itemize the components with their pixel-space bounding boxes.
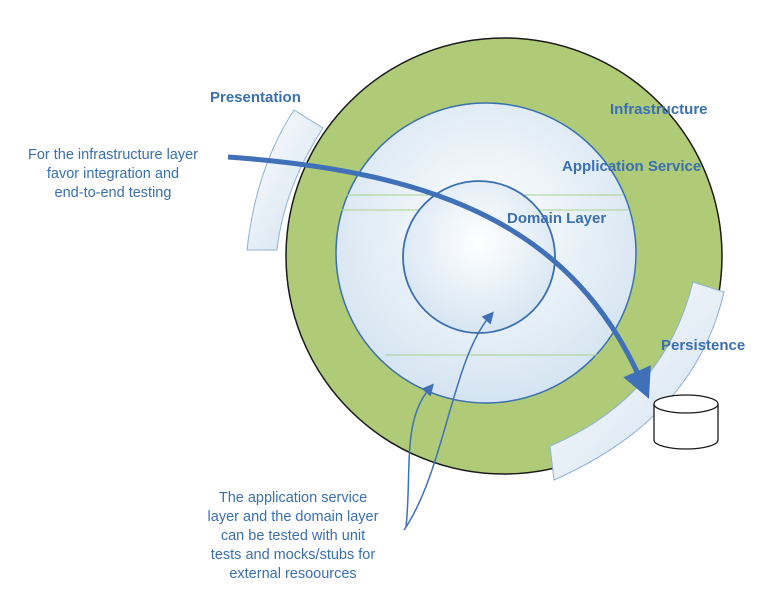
- note-line: tests and mocks/stubs for: [210, 547, 376, 563]
- note-line: For the infrastructure layer: [27, 147, 199, 163]
- database-icon: [653, 394, 719, 450]
- infrastructure-label: Infrastructure: [610, 101, 708, 118]
- note-line: favor integration and: [46, 166, 180, 182]
- note-line: can be tested with unit: [220, 528, 366, 544]
- note-line: layer and the domain layer: [207, 509, 379, 525]
- persistence-panel: [549, 281, 725, 481]
- persistence-label: Persistence: [661, 337, 746, 354]
- note-line: The application service: [218, 490, 368, 506]
- infrastructure-testing-arrow: [227, 154, 651, 399]
- domain-layer-circle: [402, 180, 556, 334]
- application-service-label: Application Service: [562, 158, 702, 175]
- presentation-label: Presentation: [210, 89, 301, 106]
- unit-test-arrow-to-domain: [403, 311, 494, 531]
- domain-layer-label: Domain Layer: [507, 210, 607, 227]
- note-line: end-to-end testing: [54, 185, 172, 201]
- unit-test-arrow-to-application: [405, 383, 434, 528]
- note-line: external resoources: [229, 566, 357, 582]
- presentation-panel: [246, 109, 324, 251]
- unit-testing-note: The application service layer and the do…: [186, 489, 400, 584]
- infrastructure-testing-note: For the infrastructure layer favor integ…: [6, 146, 220, 203]
